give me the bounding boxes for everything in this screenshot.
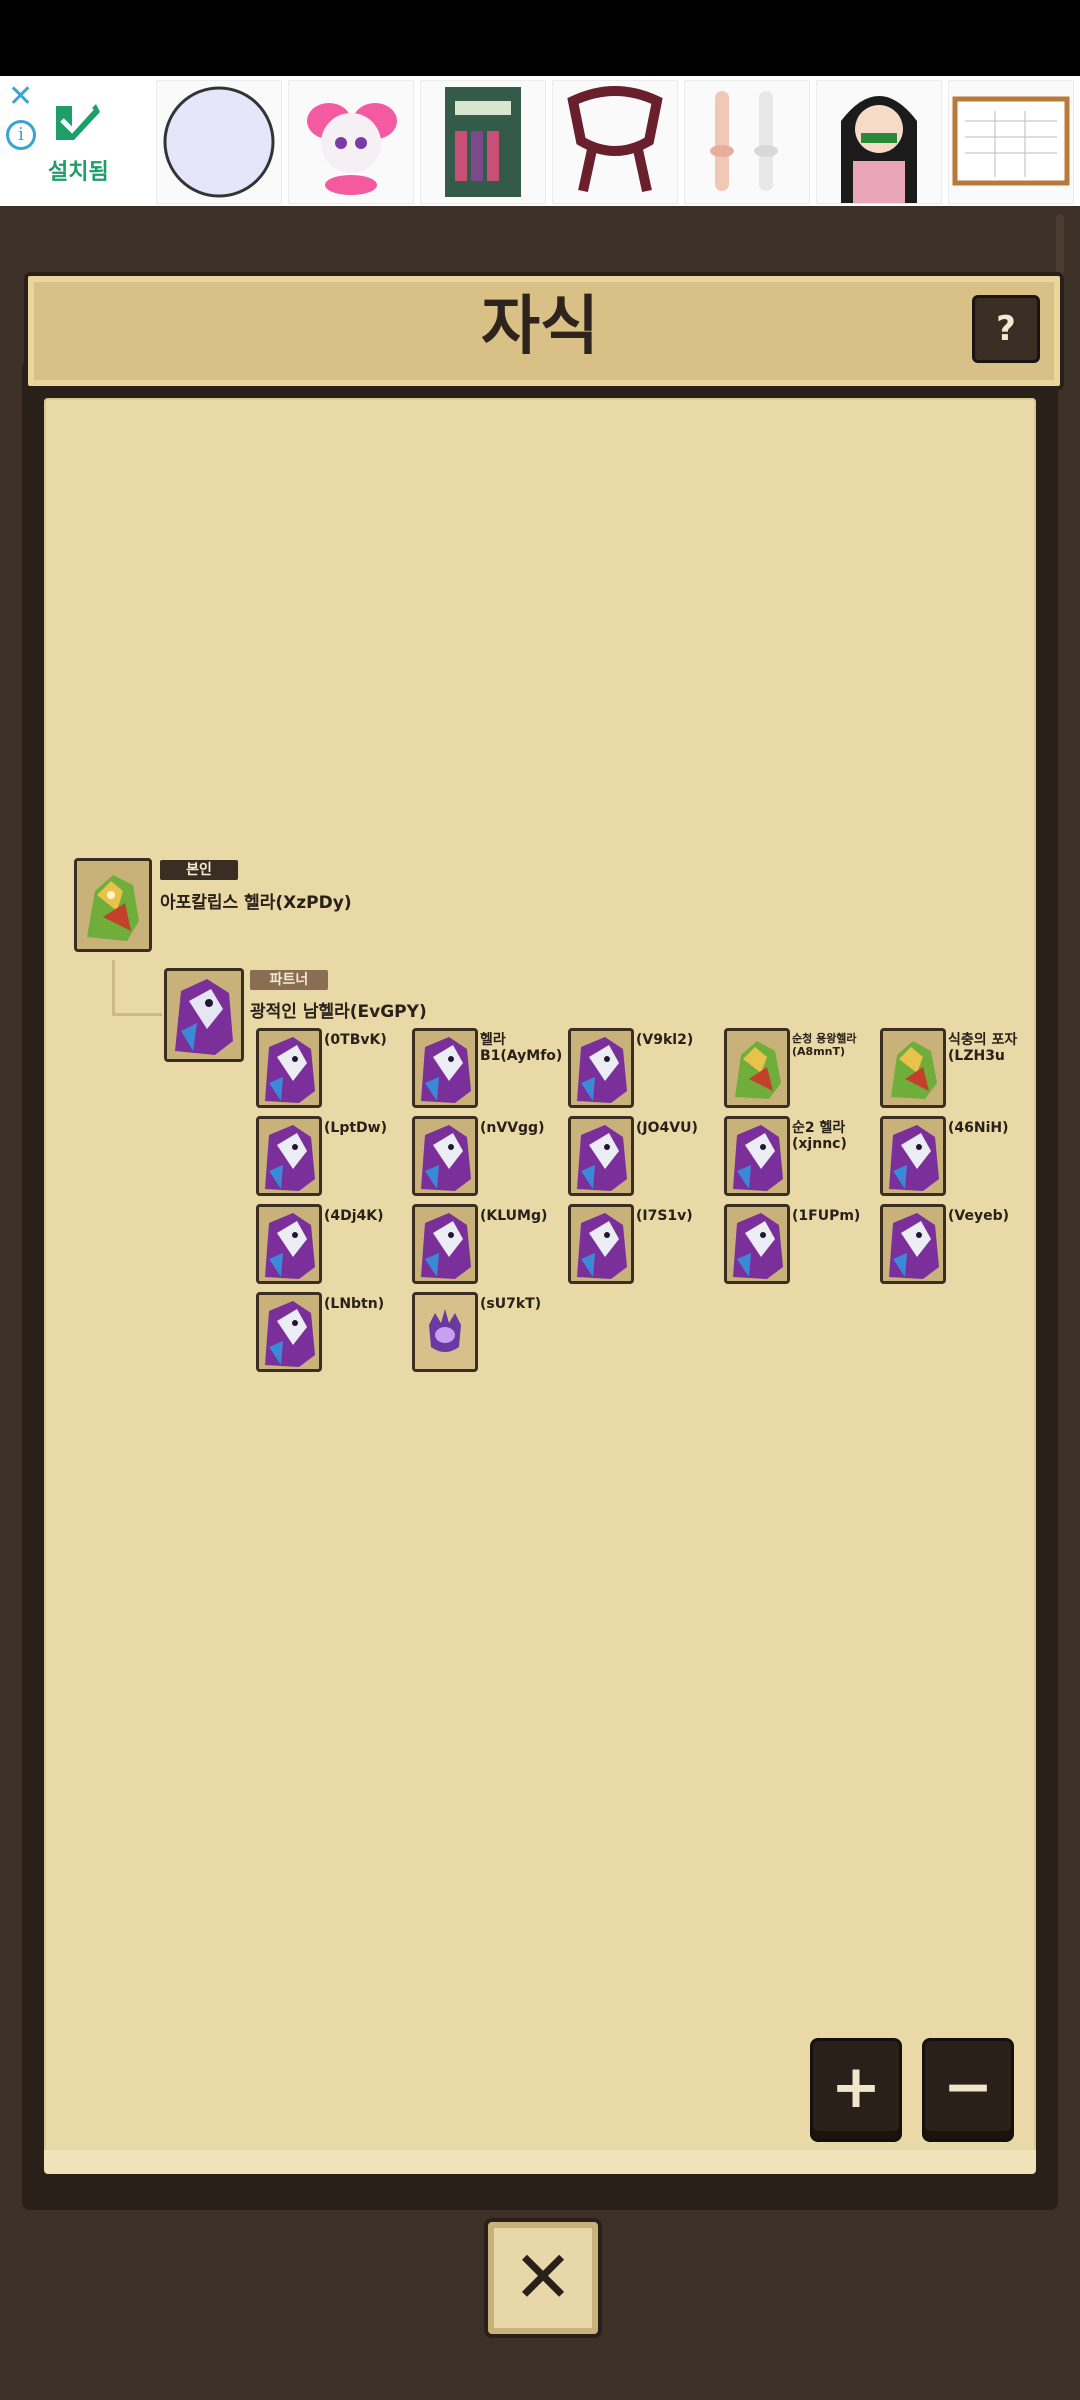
child-avatar[interactable] xyxy=(568,1204,634,1284)
ad-product-board[interactable] xyxy=(948,80,1074,204)
dragon-green-icon xyxy=(883,1031,943,1105)
child-avatar[interactable] xyxy=(880,1116,946,1196)
ad-product-book[interactable] xyxy=(420,80,546,204)
child-avatar[interactable] xyxy=(256,1204,322,1284)
check-badge-icon xyxy=(56,104,100,140)
zoom-in-button[interactable]: + xyxy=(810,2038,902,2142)
dragon-green-icon xyxy=(727,1031,787,1105)
child-name: (46NiH) xyxy=(948,1120,1009,1136)
ad-close-icon[interactable]: ✕ xyxy=(8,79,34,114)
child-name: (4Dj4K) xyxy=(324,1208,384,1224)
child-name: 순2 헬라(xjnnc) xyxy=(792,1120,847,1152)
child-name: (KLUMg) xyxy=(480,1208,548,1224)
ad-product-figure[interactable] xyxy=(816,80,942,204)
ad-product-teether[interactable] xyxy=(684,80,810,204)
child-avatar[interactable] xyxy=(256,1116,322,1196)
child-name: (Veyeb) xyxy=(948,1208,1010,1224)
ad-product-plush[interactable] xyxy=(288,80,414,204)
parchment-edge xyxy=(44,2150,1036,2174)
child-name: (I7S1v) xyxy=(636,1208,693,1224)
dragon-purple-icon xyxy=(259,1031,319,1105)
dragon-purple-icon xyxy=(571,1207,631,1281)
dragon-purple-icon xyxy=(727,1119,787,1193)
partner-name: 광적인 남헬라(EvGPY) xyxy=(250,1002,427,1022)
child-avatar[interactable] xyxy=(880,1028,946,1108)
child-name: (JO4VU) xyxy=(636,1120,698,1136)
child-avatar[interactable] xyxy=(568,1028,634,1108)
dragon-purple-icon xyxy=(167,971,241,1059)
child-name: 순청 용왕헬라(A8mnT) xyxy=(792,1032,857,1058)
tree-connector xyxy=(112,960,115,1016)
ad-installed-label: 설치됨 xyxy=(48,160,109,185)
dragon-purple-icon xyxy=(727,1207,787,1281)
partner-avatar[interactable] xyxy=(164,968,244,1062)
child-avatar[interactable] xyxy=(256,1028,322,1108)
egg-icon xyxy=(415,1295,475,1369)
child-avatar[interactable] xyxy=(724,1204,790,1284)
dragon-purple-icon xyxy=(259,1119,319,1193)
child-avatar[interactable] xyxy=(412,1292,478,1372)
partner-tag: 파트너 xyxy=(250,970,328,990)
self-avatar[interactable] xyxy=(74,858,152,952)
child-avatar[interactable] xyxy=(412,1116,478,1196)
dragon-purple-icon xyxy=(415,1031,475,1105)
help-button[interactable]: ? xyxy=(972,295,1040,363)
child-avatar[interactable] xyxy=(724,1028,790,1108)
ad-product-circle[interactable] xyxy=(156,80,282,204)
page-title: 자식 xyxy=(481,290,599,364)
child-avatar[interactable] xyxy=(256,1292,322,1372)
child-name: (1FUPm) xyxy=(792,1208,861,1224)
title-banner xyxy=(24,272,1064,390)
child-name: (sU7kT) xyxy=(480,1296,542,1312)
child-name: (0TBvK) xyxy=(324,1032,387,1048)
child-name: (LNbtn) xyxy=(324,1296,385,1312)
self-tag: 본인 xyxy=(160,860,238,880)
dragon-purple-icon xyxy=(883,1119,943,1193)
close-button[interactable]: ✕ xyxy=(484,2218,602,2338)
self-name: 아포칼립스 헬라(XzPDy) xyxy=(160,893,352,913)
dragon-purple-icon xyxy=(883,1207,943,1281)
tree-connector xyxy=(112,1013,162,1016)
child-name: 헬라 B1(AyMfo) xyxy=(480,1032,563,1064)
zoom-out-button[interactable]: − xyxy=(922,2038,1014,2142)
dragon-purple-icon xyxy=(259,1295,319,1369)
child-name: 식충의 포자(LZH3u xyxy=(948,1032,1018,1064)
child-avatar[interactable] xyxy=(412,1204,478,1284)
dragon-purple-icon xyxy=(571,1119,631,1193)
child-avatar[interactable] xyxy=(412,1028,478,1108)
child-avatar[interactable] xyxy=(880,1204,946,1284)
child-name: (V9kl2) xyxy=(636,1032,694,1048)
ad-product-harness[interactable] xyxy=(552,80,678,204)
dragon-green-icon xyxy=(77,861,149,949)
dragon-purple-icon xyxy=(415,1207,475,1281)
ad-info-icon[interactable]: i xyxy=(6,120,36,150)
family-tree-canvas[interactable] xyxy=(44,398,1036,2174)
child-avatar[interactable] xyxy=(724,1116,790,1196)
status-bar xyxy=(0,0,1080,76)
child-name: (nVVgg) xyxy=(480,1120,545,1136)
child-avatar[interactable] xyxy=(568,1116,634,1196)
child-name: (LptDw) xyxy=(324,1120,387,1136)
dragon-purple-icon xyxy=(415,1119,475,1193)
dragon-purple-icon xyxy=(259,1207,319,1281)
dragon-purple-icon xyxy=(571,1031,631,1105)
